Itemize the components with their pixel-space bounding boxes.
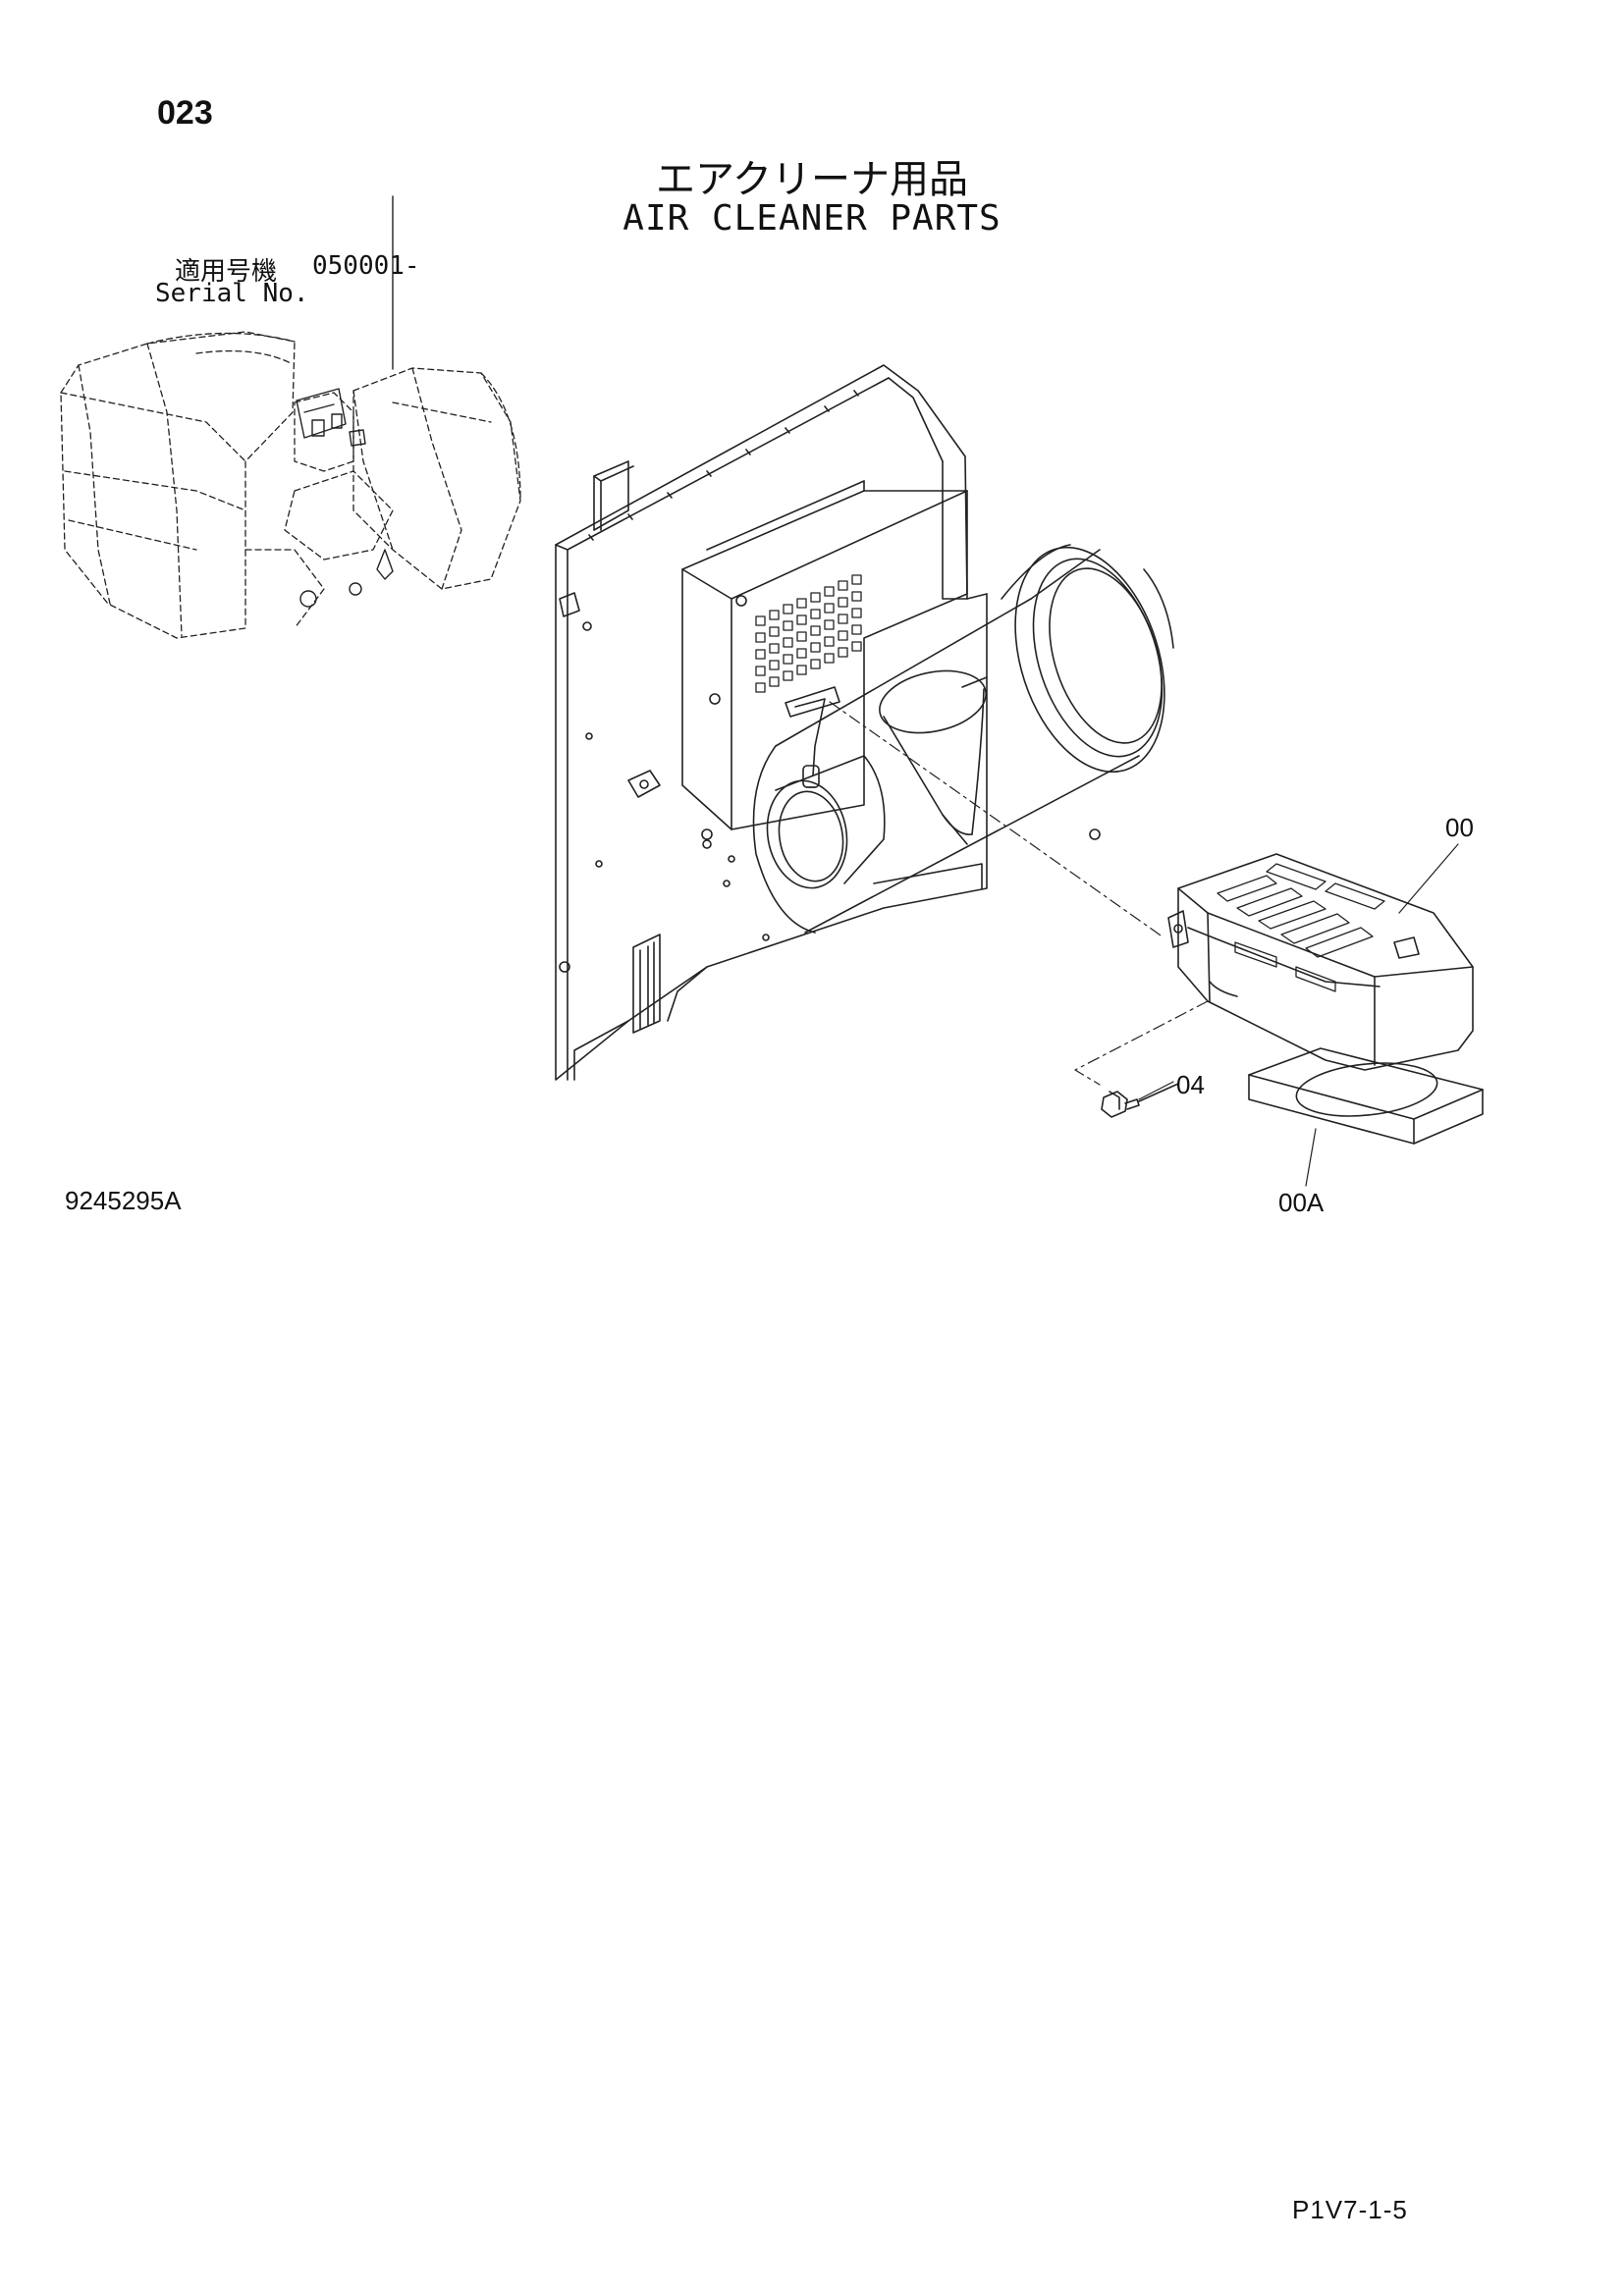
machine-overview-detail <box>297 196 393 607</box>
serial-label-en: Serial No. <box>155 279 309 308</box>
callout-04: 04 <box>1176 1070 1205 1099</box>
leader-04 <box>1139 1082 1173 1099</box>
callout-leaders <box>1139 844 1458 1186</box>
callout-00: 00 <box>1445 813 1474 842</box>
footer-page-code: P1V7-1-5 <box>1292 2195 1408 2224</box>
air-cleaner-body <box>754 528 1192 933</box>
callout-00a: 00A <box>1278 1188 1325 1217</box>
drawing-number: 9245295A <box>65 1186 182 1215</box>
page-title-en: AIR CLEANER PARTS <box>623 198 1001 239</box>
grille-box <box>682 481 967 848</box>
leader-00a <box>1306 1129 1316 1186</box>
gasket-part <box>1249 1048 1483 1144</box>
page-title-jp: エアクリーナ用品 <box>656 157 968 202</box>
leader-lines <box>830 702 1208 1085</box>
serial-label-jp: 適用号機 <box>175 257 278 287</box>
bolt-part <box>1102 1084 1178 1117</box>
machine-overview-inset <box>61 332 520 638</box>
serial-value: 050001- <box>312 251 420 281</box>
page-number: 023 <box>157 94 213 132</box>
air-cleaner-cover-part <box>1168 854 1473 1070</box>
leader-00 <box>1399 844 1458 913</box>
mounting-panel <box>556 365 987 1080</box>
